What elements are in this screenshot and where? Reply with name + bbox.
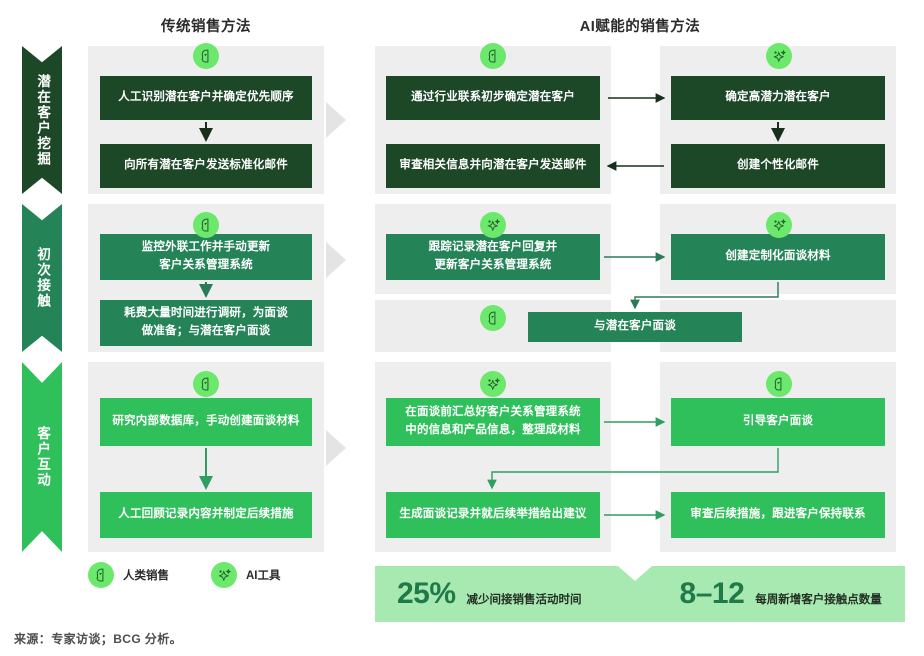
flow-box[interactable]: 创建个性化邮件 bbox=[671, 144, 885, 188]
flow-box[interactable]: 确定高潜力潜在客户 bbox=[671, 76, 885, 120]
separator-chevron-icon bbox=[326, 242, 346, 278]
column-title-traditional: 传统销售方法 bbox=[161, 19, 251, 35]
flow-box[interactable]: 生成面谈记录并就后续举措给出建议 bbox=[386, 492, 600, 538]
flow-box[interactable]: 引导客户面谈 bbox=[671, 398, 885, 446]
separator-chevron-icon bbox=[326, 430, 346, 466]
ai-tool-icon bbox=[766, 43, 792, 69]
legend: 人类销售 AI工具 bbox=[88, 562, 281, 588]
source-note: 来源：专家访谈；BCG 分析。 bbox=[14, 632, 183, 646]
stat-item: 8–12 每周新增客户接触点数量 bbox=[680, 577, 882, 611]
flow-box[interactable]: 跟踪记录潜在客户回复并更新客户关系管理系统 bbox=[386, 234, 600, 280]
flow-box[interactable]: 通过行业联系初步确定潜在客户 bbox=[386, 76, 600, 120]
stat-label: 减少间接销售活动时间 bbox=[466, 594, 582, 606]
flow-box[interactable]: 监控外联工作并手动更新客户关系管理系统 bbox=[100, 234, 312, 280]
human-sales-icon bbox=[193, 43, 219, 69]
human-sales-icon bbox=[88, 562, 114, 588]
flow-box[interactable]: 审查后续措施，跟进客户保持联系 bbox=[671, 492, 885, 538]
stage-label: 客户互动 bbox=[35, 426, 51, 488]
flow-box[interactable]: 耗费大量时间进行调研，为面谈做准备；与潜在客户面谈 bbox=[100, 300, 312, 346]
flow-box[interactable]: 创建定制化面谈材料 bbox=[671, 234, 885, 280]
flow-box[interactable]: 与潜在客户面谈 bbox=[528, 312, 742, 342]
ai-tool-icon bbox=[211, 562, 237, 588]
stat-item: 25% 减少间接销售活动时间 bbox=[397, 577, 582, 611]
legend-item-ai-tool: AI工具 bbox=[211, 562, 281, 588]
stage-chevron-first-contact: 初次接触 bbox=[22, 204, 62, 352]
stat-value: 25% bbox=[397, 577, 456, 610]
human-sales-icon bbox=[480, 305, 506, 331]
flow-box[interactable]: 人工回顾记录内容并制定后续措施 bbox=[100, 492, 312, 538]
legend-label: 人类销售 bbox=[123, 570, 169, 582]
legend-label: AI工具 bbox=[246, 570, 281, 582]
flow-box[interactable]: 向所有潜在客户发送标准化邮件 bbox=[100, 144, 312, 188]
ai-tool-icon bbox=[480, 371, 506, 397]
stage-chevron-customer-interaction: 客户互动 bbox=[22, 362, 62, 552]
human-sales-icon bbox=[480, 43, 506, 69]
stage-chevron-prospecting: 潜在客户挖掘 bbox=[22, 46, 62, 194]
human-sales-icon bbox=[193, 212, 219, 238]
stat-value: 8–12 bbox=[679, 577, 745, 610]
column-title-ai: AI赋能的销售方法 bbox=[579, 19, 701, 35]
stage-label: 潜在客户挖掘 bbox=[35, 73, 51, 167]
flow-box[interactable]: 研究内部数据库，手动创建面谈材料 bbox=[100, 398, 312, 446]
separator-chevron-icon bbox=[326, 102, 346, 138]
stat-label: 每周新增客户接触点数量 bbox=[755, 594, 882, 606]
stage-label: 初次接触 bbox=[35, 247, 51, 309]
flow-box[interactable]: 在面谈前汇总好客户关系管理系统中的信息和产品信息，整理成材料 bbox=[386, 398, 600, 446]
ai-tool-icon bbox=[480, 212, 506, 238]
flow-box[interactable]: 审查相关信息并向潜在客户发送邮件 bbox=[386, 144, 600, 188]
ai-tool-icon bbox=[766, 212, 792, 238]
legend-item-human-sales: 人类销售 bbox=[88, 562, 169, 588]
human-sales-icon bbox=[766, 371, 792, 397]
human-sales-icon bbox=[193, 371, 219, 397]
flow-box[interactable]: 人工识别潜在客户并确定优先顺序 bbox=[100, 76, 312, 120]
